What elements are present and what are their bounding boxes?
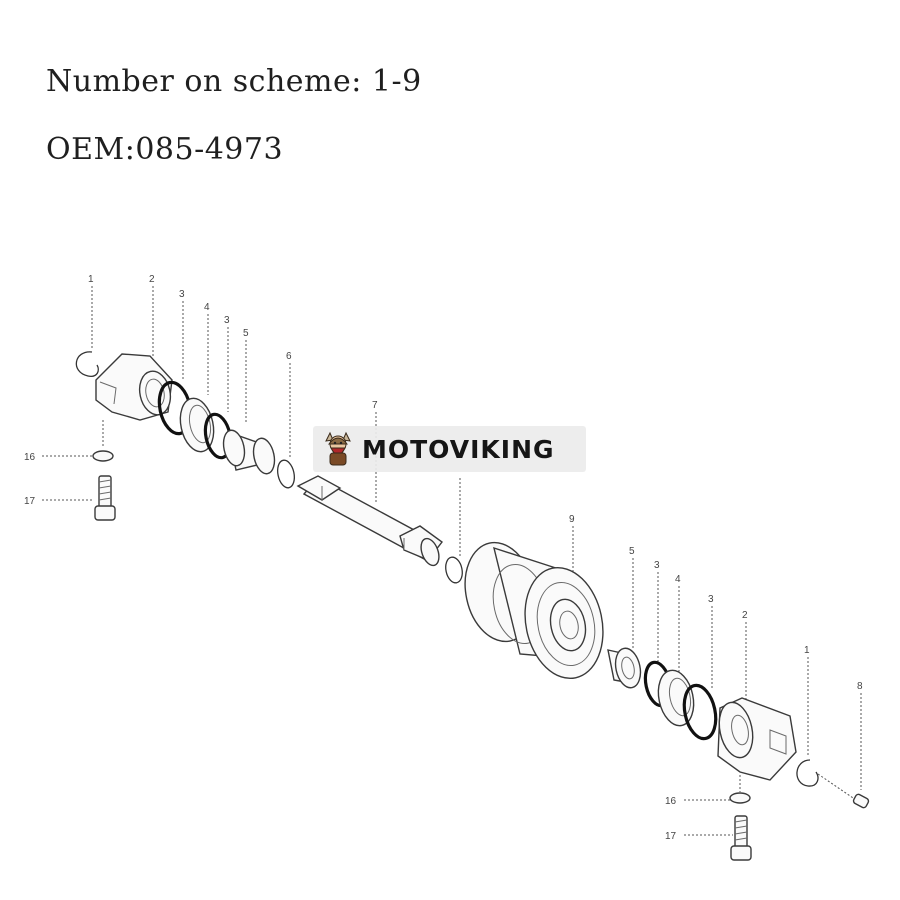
washer-left: [92, 450, 114, 462]
callout-3: 3: [179, 289, 185, 300]
callout-4: 4: [675, 574, 681, 585]
shaft: [296, 475, 443, 567]
bolt-right: [730, 815, 752, 861]
seal-ring-left: [179, 397, 215, 453]
callout-1: 1: [88, 274, 94, 285]
callout-16: 16: [24, 452, 36, 463]
callout-8: 8: [857, 681, 863, 692]
bushing-right: [607, 647, 642, 689]
callout-5: 5: [629, 546, 635, 557]
oem-number-text: OEM:085-4973: [46, 132, 284, 167]
callout-2: 2: [149, 274, 155, 285]
callout-5: 5: [243, 328, 249, 339]
scheme-number-text: Number on scheme: 1-9: [46, 64, 422, 99]
callout-3: 3: [654, 560, 660, 571]
callout-1: 1: [804, 645, 810, 656]
callout-6: 6: [286, 351, 292, 362]
seal-ring-right: [657, 669, 695, 727]
callout-4: 4: [204, 302, 210, 313]
callout-9: 9: [569, 514, 575, 525]
bolt-left: [94, 475, 116, 521]
o-ring-right-outer: [682, 683, 718, 741]
collar-left: [95, 353, 173, 421]
callout-16: 16: [665, 796, 677, 807]
snap-ring-right: [796, 759, 819, 787]
bushing-left: [222, 429, 276, 475]
viking-mascot-icon: [325, 431, 351, 466]
callout-2: 2: [742, 610, 748, 621]
callout-17: 17: [24, 496, 36, 507]
callout-7: 7: [372, 400, 378, 411]
callout-3: 3: [224, 315, 230, 326]
watermark-brand-text: MOTOVIKING: [362, 434, 555, 464]
track-roller: [464, 541, 604, 680]
collar-right: [717, 697, 797, 781]
o-ring-small-right: [445, 556, 463, 584]
washer-right: [729, 792, 751, 804]
plug: [817, 773, 870, 809]
callout-17: 17: [665, 831, 677, 842]
callout-3: 3: [708, 594, 714, 605]
watermark-banner: MOTOVIKING: [313, 426, 586, 472]
o-ring-small-left: [277, 459, 295, 489]
callout-labels: 1 2 3 4 3 5 6 7 9 5 3 4 3 2 1 8 16 17 16…: [24, 274, 863, 842]
snap-ring-left: [75, 351, 99, 377]
